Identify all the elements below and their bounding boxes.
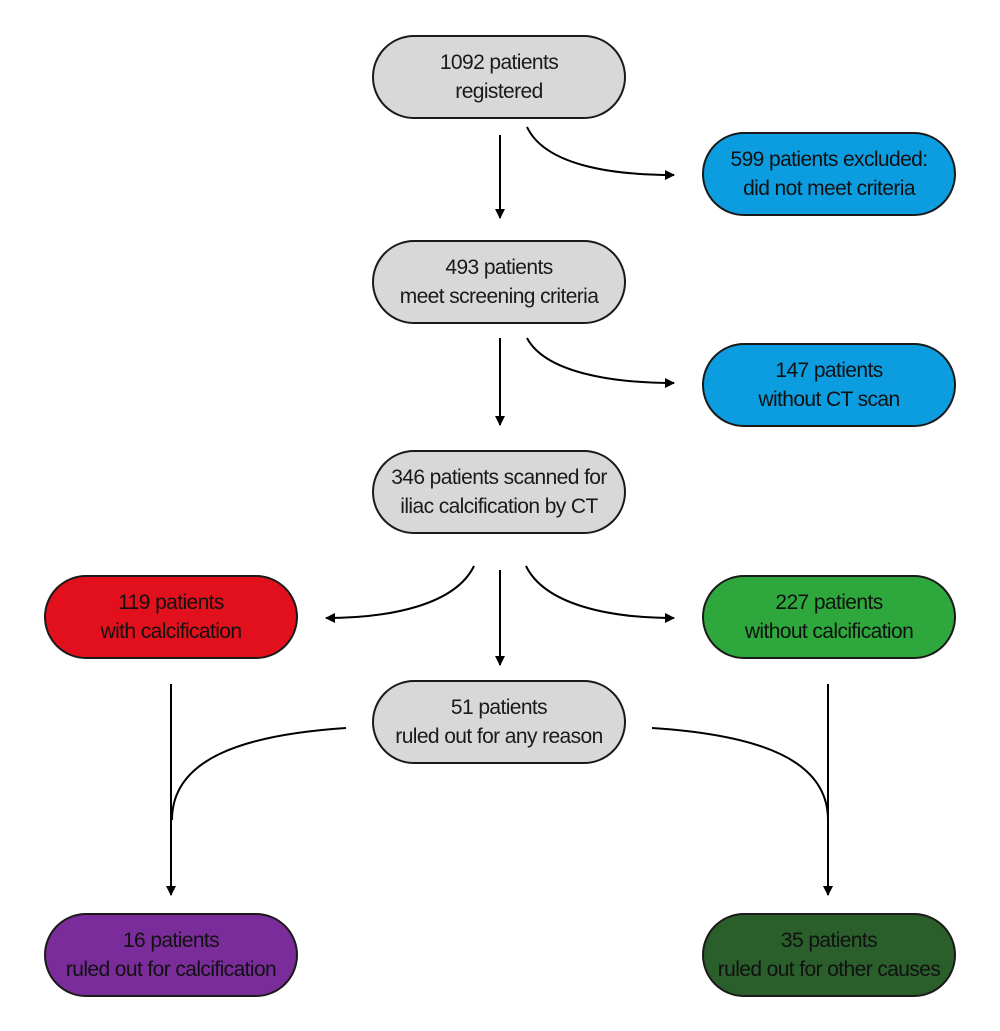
node-screening: 493 patients meet screening criteria (372, 240, 626, 324)
node-with-calcification-line1: 119 patients (118, 591, 224, 614)
node-ruled-out-any-line2: ruled out for any reason (395, 725, 603, 748)
node-ruled-out-calcification-line1: 16 patients (122, 929, 220, 952)
node-ruled-out-calcification: 16 patients ruled out for calcification (44, 913, 298, 997)
node-registered-line2: registered (455, 80, 543, 103)
node-without-calcification: 227 patients without calcification (702, 575, 956, 659)
node-ruled-out-calcification-line2: ruled out for calcification (65, 958, 277, 981)
arrow-scanned-to-without-calc (525, 565, 675, 623)
node-registered-line1: 1092 patients (439, 51, 559, 74)
node-without-ct-line1: 147 patients (775, 359, 883, 382)
arrow-registered-to-excluded (526, 126, 675, 180)
node-scanned: 346 patients scanned for iliac calcifica… (372, 450, 626, 534)
node-with-calcification: 119 patients with calcification (44, 575, 298, 659)
node-without-ct: 147 patients without CT scan (702, 343, 956, 427)
node-excluded-line1: 599 patients excluded: (730, 148, 929, 171)
node-with-calcification-line2: with calcification (100, 620, 243, 643)
curve-ruled-out-any-to-right (651, 727, 829, 821)
node-ruled-out-any-line1: 51 patients (450, 696, 548, 719)
node-registered: 1092 patients registered (372, 35, 626, 119)
node-scanned-line1: 346 patients scanned for (391, 466, 607, 489)
node-without-calcification-line2: without calcification (744, 620, 914, 643)
arrow-scanned-to-with-calc (325, 565, 475, 623)
node-without-calcification-line1: 227 patients (775, 591, 883, 614)
node-without-ct-line2: without CT scan (758, 388, 900, 411)
node-ruled-out-other-line2: ruled out for other causes (717, 958, 941, 981)
node-ruled-out-other-line1: 35 patients (780, 929, 878, 952)
node-screening-line1: 493 patients (445, 256, 553, 279)
node-excluded-line2: did not meet criteria (743, 177, 915, 200)
arrow-screening-to-without-ct (526, 337, 675, 388)
node-ruled-out-other: 35 patients ruled out for other causes (702, 913, 956, 997)
curve-ruled-out-any-to-left (171, 727, 347, 821)
node-screening-line2: meet screening criteria (399, 285, 599, 308)
node-excluded: 599 patients excluded: did not meet crit… (702, 132, 956, 216)
node-ruled-out-any: 51 patients ruled out for any reason (372, 680, 626, 764)
node-scanned-line2: iliac calcification by CT (400, 495, 598, 518)
